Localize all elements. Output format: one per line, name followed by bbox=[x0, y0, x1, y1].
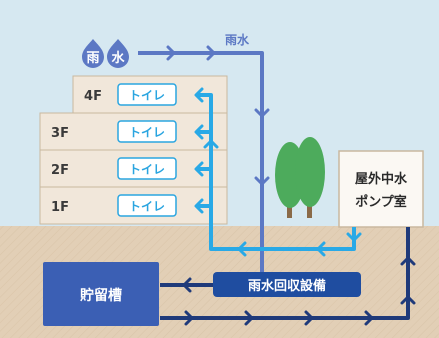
floor-label-3f: 3F bbox=[51, 126, 69, 141]
equipment-label: 雨水回収設備 bbox=[248, 278, 326, 294]
raindrop-icon bbox=[82, 39, 104, 68]
arrow-up-icon bbox=[400, 256, 416, 266]
toilet-box-2f: トイレ bbox=[117, 157, 177, 180]
rainwater-recovery-equipment: 雨水回収設備 bbox=[213, 272, 361, 297]
pump-room: 屋外中水 ポンプ室 bbox=[338, 150, 424, 228]
toilet-label-2f: トイレ bbox=[129, 163, 165, 177]
pump-room-line-2: ポンプ室 bbox=[355, 194, 407, 210]
tree-icon bbox=[275, 137, 325, 218]
arrow-left-icon bbox=[194, 198, 204, 214]
arrow-right-icon bbox=[206, 45, 216, 61]
toilet-box-1f: トイレ bbox=[117, 194, 177, 217]
arrow-left-icon bbox=[194, 161, 204, 177]
arrow-right-icon bbox=[364, 310, 374, 326]
arrow-down-icon bbox=[346, 232, 362, 242]
arrow-left-icon bbox=[237, 241, 247, 257]
rain-badge-char-2: 水 bbox=[111, 50, 125, 66]
arrow-left-icon bbox=[316, 241, 326, 257]
arrow-left-icon bbox=[194, 87, 204, 103]
rain-badge-char-1: 雨 bbox=[86, 51, 99, 66]
supply-pipe-main bbox=[196, 93, 356, 251]
arrow-up-icon bbox=[400, 295, 416, 305]
arrow-right-icon bbox=[244, 310, 254, 326]
toilet-label-1f: トイレ bbox=[129, 200, 165, 214]
rain-badge: 雨 水 bbox=[82, 39, 129, 68]
arrow-right-icon bbox=[166, 45, 176, 61]
floor-label-4f: 4F bbox=[84, 89, 102, 104]
arrow-right-icon bbox=[304, 310, 314, 326]
arrow-down-icon bbox=[254, 176, 270, 186]
arrow-right-icon bbox=[184, 310, 194, 326]
toilet-label-4f: トイレ bbox=[129, 89, 165, 103]
floor-label-2f: 2F bbox=[51, 163, 69, 178]
pipes bbox=[138, 51, 410, 320]
toilet-box-4f: トイレ bbox=[117, 83, 177, 106]
pump-room-line-1: 屋外中水 bbox=[355, 171, 408, 187]
toilet-box-3f: トイレ bbox=[117, 120, 177, 143]
storage-tank: 貯留槽 bbox=[43, 262, 159, 326]
rainwater-pipe bbox=[138, 51, 264, 272]
raindrop-icon bbox=[107, 39, 129, 68]
arrow-down-icon bbox=[254, 108, 270, 118]
flow-arrows bbox=[166, 45, 416, 326]
floor-label-1f: 1F bbox=[51, 200, 69, 215]
rain-pipe-label: 雨水 bbox=[225, 32, 250, 47]
toilet-label-3f: トイレ bbox=[129, 126, 165, 140]
arrow-up-icon bbox=[203, 139, 219, 149]
arrow-left-icon bbox=[182, 277, 192, 293]
arrow-left-icon bbox=[194, 124, 204, 140]
tank-label: 貯留槽 bbox=[80, 287, 122, 304]
